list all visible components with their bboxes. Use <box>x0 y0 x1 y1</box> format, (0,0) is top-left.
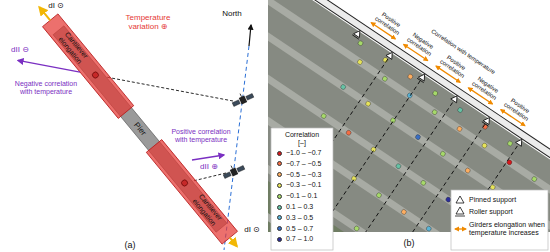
legend-swatch <box>277 205 282 210</box>
elongation-arrow-sample <box>455 228 466 229</box>
legend-text: 0.1 – 0.3 <box>286 203 313 211</box>
support-symbols <box>455 196 465 216</box>
legend-text: 0.7 – 1.0 <box>286 235 313 243</box>
legend-text: Girders elongation when temperature incr… <box>469 221 547 237</box>
legend-text: −0.3 – −0.1 <box>286 181 321 189</box>
legend-panel <box>451 190 548 250</box>
aerial-ground <box>268 0 550 232</box>
legend-text: Pinned support <box>469 195 516 203</box>
panel-label: (a) <box>125 240 136 250</box>
legend-swatch <box>277 226 282 231</box>
displacement-label: dI ⊙ <box>244 225 260 234</box>
legend-swatch <box>277 237 282 242</box>
direction-label: North <box>222 9 242 18</box>
note-label: Temperature variation ⊕ <box>122 13 174 31</box>
legend-swatch <box>277 183 282 188</box>
satellite-icon <box>230 89 254 108</box>
segment-label: Negative correlation <box>471 74 502 101</box>
bridge-deck <box>304 0 550 169</box>
legend-swatch <box>277 151 282 156</box>
legend-heading: Correlation [–] <box>285 131 319 147</box>
displacement-arrows <box>18 60 224 160</box>
legend-swatch <box>277 194 282 199</box>
legend-text: −0.5 – −0.3 <box>286 171 321 179</box>
displacement-label: dI ⊙ <box>48 1 64 10</box>
displacement-label: dII ⊕ <box>200 162 218 171</box>
legend-swatch <box>277 215 282 220</box>
pier-illustration <box>32 1 245 252</box>
legend-swatch <box>277 161 282 166</box>
north-line <box>224 25 251 250</box>
legend-panel <box>271 128 333 250</box>
legend-text: −1.0 – −0.7 <box>286 149 321 157</box>
displacement-label: dII ⊖ <box>11 45 29 54</box>
satellite-icon <box>221 161 245 180</box>
legend-text: −0.7 – −0.5 <box>286 160 321 168</box>
legend-text: 0.5 – 0.7 <box>286 225 313 233</box>
panel-label: (b) <box>404 238 415 248</box>
legend-swatch <box>277 172 282 177</box>
note-label: Positive correlation with temperature <box>169 128 233 144</box>
legend-text: Roller support <box>469 207 513 215</box>
legend-text: 0.3 – 0.5 <box>286 214 313 222</box>
legend-text: −0.1 – 0.1 <box>286 192 317 200</box>
segment-label: Positive correlation <box>373 9 404 36</box>
note-label: Negative correlation with temperature <box>10 80 82 96</box>
segment-label: Positive correlation <box>503 96 534 123</box>
